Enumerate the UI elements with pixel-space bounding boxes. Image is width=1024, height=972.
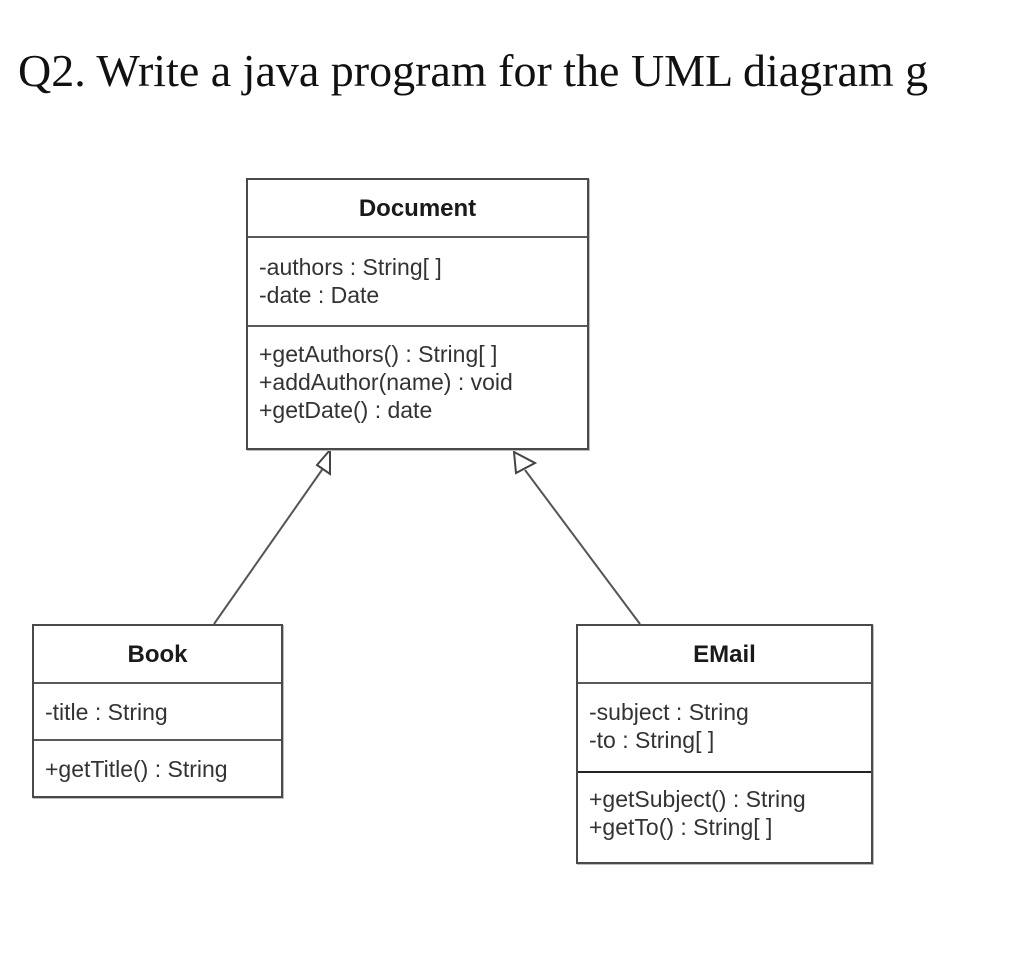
document-attributes: -authors : String[ ] -date : Date	[248, 238, 587, 327]
book-attributes: -title : String	[34, 684, 281, 741]
email-inheritance-line	[524, 469, 641, 625]
question-text: Q2. Write a java program for the UML dia…	[18, 45, 929, 96]
email-methods: +getSubject() : String +getTo() : String…	[578, 773, 871, 841]
email-class: EMail -subject : String -to : String[ ] …	[576, 624, 873, 864]
book-attribute: -title : String	[45, 699, 168, 725]
book-method: +getTitle() : String	[45, 756, 228, 782]
book-methods: +getTitle() : String	[34, 741, 281, 783]
document-methods: +getAuthors() : String[ ] +addAuthor(nam…	[248, 327, 587, 424]
email-inheritance-arrowhead	[512, 450, 538, 475]
email-method: +getTo() : String[ ]	[589, 814, 773, 840]
document-method: +getAuthors() : String[ ]	[259, 341, 498, 367]
book-inheritance-line	[213, 466, 325, 625]
book-inheritance-arrowhead	[315, 447, 331, 476]
document-class-name: Document	[248, 180, 587, 238]
document-method: +addAuthor(name) : void	[259, 369, 513, 395]
email-method: +getSubject() : String	[589, 786, 806, 812]
document-attribute: -authors : String[ ]	[259, 254, 442, 280]
document-method: +getDate() : date	[259, 397, 433, 423]
book-class: Book -title : String +getTitle() : Strin…	[32, 624, 283, 798]
email-attribute: -to : String[ ]	[589, 727, 715, 753]
document-class: Document -authors : String[ ] -date : Da…	[246, 178, 589, 450]
email-generalization-arrow	[512, 450, 641, 625]
email-attributes: -subject : String -to : String[ ]	[578, 684, 871, 773]
email-class-name: EMail	[578, 626, 871, 684]
book-class-name: Book	[34, 626, 281, 684]
book-generalization-arrow	[213, 447, 331, 625]
document-attribute: -date : Date	[259, 282, 380, 308]
email-attribute: -subject : String	[589, 699, 749, 725]
